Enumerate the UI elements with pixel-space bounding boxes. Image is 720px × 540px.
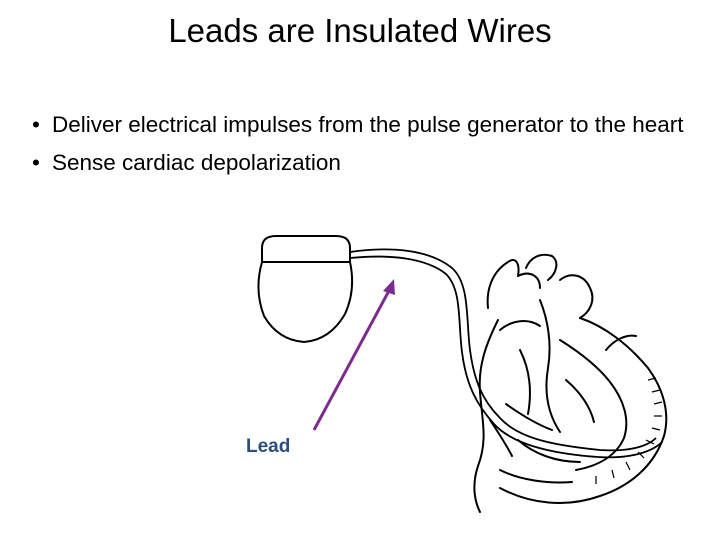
heart-icon bbox=[473, 253, 668, 513]
bullet-marker: • bbox=[32, 112, 40, 137]
lead-label: Lead bbox=[246, 436, 291, 457]
bullet-item: • Deliver electrical impulses from the p… bbox=[32, 110, 692, 140]
bullet-list: • Deliver electrical impulses from the p… bbox=[32, 110, 692, 186]
pulse-generator-icon bbox=[257, 235, 354, 344]
slide-title: Leads are Insulated Wires bbox=[168, 12, 552, 49]
bullet-item: • Sense cardiac depolarization bbox=[32, 148, 692, 178]
bullet-text: Deliver electrical impulses from the pul… bbox=[52, 112, 684, 137]
bullet-text: Sense cardiac depolarization bbox=[52, 150, 341, 175]
lead-wire-icon bbox=[349, 248, 663, 459]
heart-hatching bbox=[595, 377, 663, 484]
bullet-marker: • bbox=[32, 150, 40, 175]
arrow-icon bbox=[312, 279, 395, 431]
